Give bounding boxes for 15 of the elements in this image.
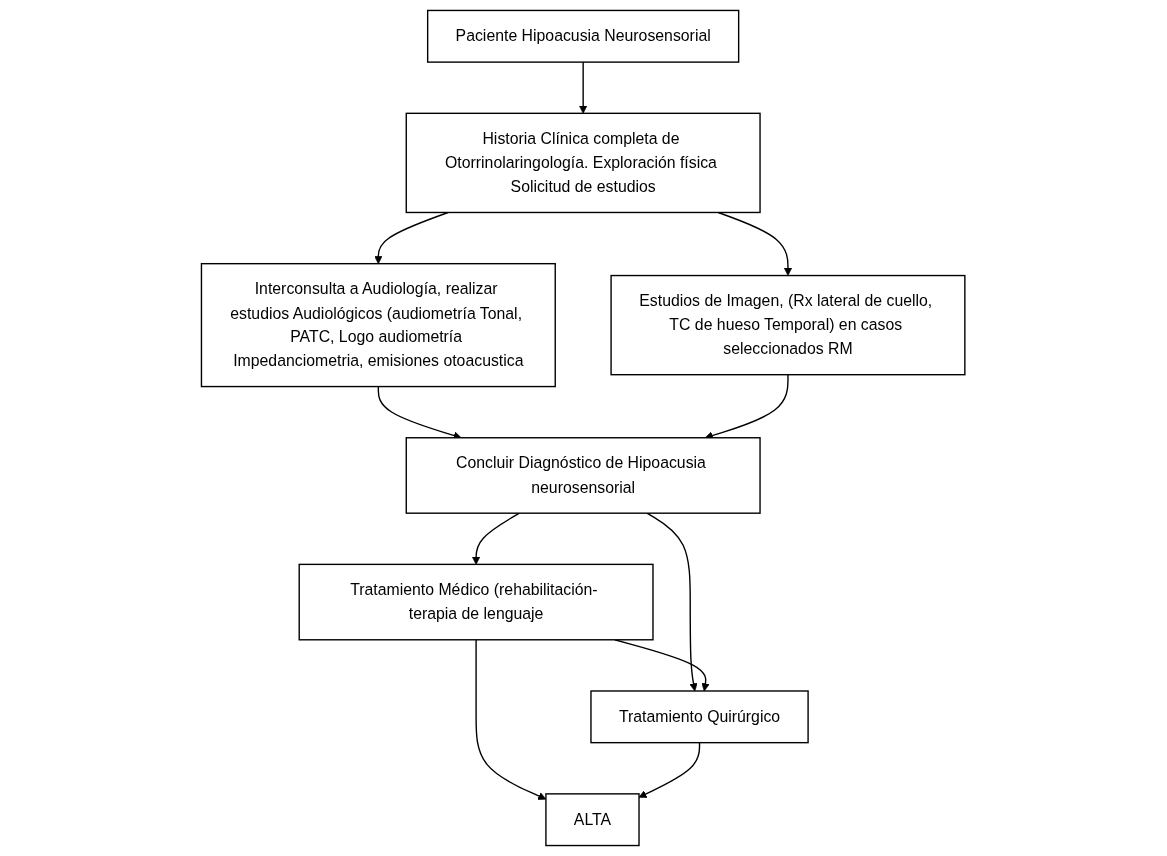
node-box: Interconsulta a Audiología, realizar estudios Audiológicos (audiometría Tonal, PATC, Logo audiometría Impedanciometria, emisiones otoacustica [201,262,557,388]
node-box: Concluir Diagnóstico de Hipoacusia neurosensorial [405,437,762,514]
node-box: ALTA [545,793,641,847]
arrow [639,741,701,798]
arrow [646,512,698,692]
node-box: Historia Clínica completa de Otorrinolaringología. Exploración física Solicitud de estudios [405,112,762,214]
node-box: Paciente Hipoacusia Neurosensorial [427,9,740,63]
node-box: Tratamiento Quirúrgico [590,690,810,744]
node-box: Estudios de Imagen, (Rx lateral de cuello, TC de hueso Temporal) en casos seleccionados RM [610,274,966,376]
arrow [472,512,521,565]
arrow [614,639,710,692]
arrow [579,61,588,114]
arrow [717,211,793,276]
node-box: Tratamiento Médico (rehabilitación- terapia de lenguaje [298,563,655,641]
arrow [475,639,547,800]
